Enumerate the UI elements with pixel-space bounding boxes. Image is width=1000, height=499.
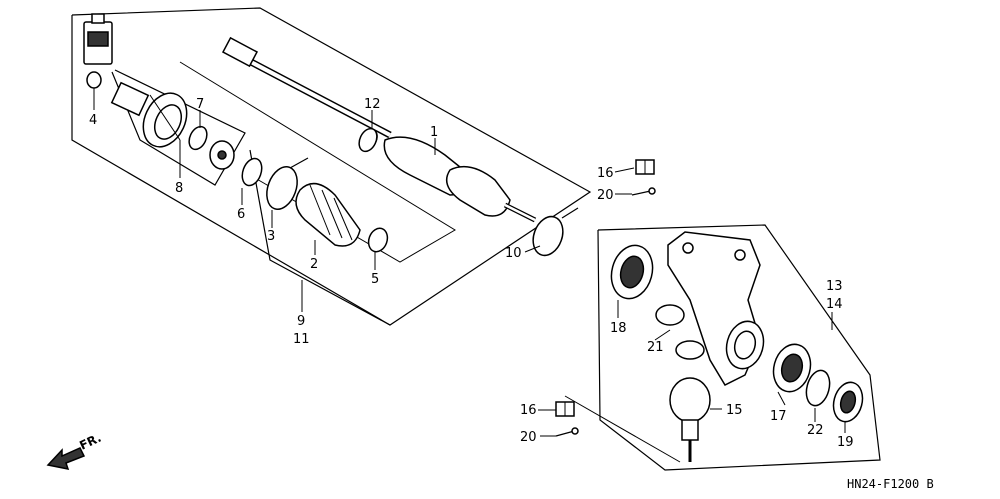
callout-2: 2 (310, 257, 318, 272)
group-box-knuckle (597, 224, 881, 471)
front-direction-arrow: FR. (46, 431, 103, 470)
callout-labels: 4 8 7 6 3 2 5 9 11 12 1 10 16 20 18 21 1… (89, 97, 854, 450)
leader-ball-joint-nut (564, 395, 681, 463)
callout-7: 7 (196, 97, 204, 112)
callout-18: 18 (610, 321, 627, 336)
clip-12 (358, 127, 378, 153)
tripod-spider (209, 140, 235, 170)
stop-ring-6 (241, 157, 263, 187)
oil-seal-18 (610, 244, 654, 300)
inboard-joint-housing (110, 81, 188, 148)
callout-16-top: 16 (597, 166, 614, 181)
castle-nut-16-bottom (555, 401, 575, 417)
boot-band-10 (532, 207, 579, 257)
boot-clamp-5 (367, 227, 389, 253)
callout-5: 5 (371, 272, 379, 287)
boot-band-3 (266, 157, 309, 210)
group-box-driveshaft (71, 7, 592, 326)
o-ring-4 (86, 71, 102, 89)
callout-16-bottom: 16 (520, 403, 537, 418)
cotter-pin-20-bottom (555, 427, 579, 437)
ball-joint-15 (669, 377, 711, 462)
callout-3: 3 (267, 229, 275, 244)
group-box-inboard-joint (111, 69, 246, 186)
callout-17: 17 (770, 409, 787, 424)
callout-9: 9 (297, 314, 305, 329)
knuckle-13-14 (667, 231, 765, 386)
front-direction-label: FR. (77, 431, 103, 453)
callout-20-top: 20 (597, 188, 614, 203)
callout-14: 14 (826, 297, 843, 312)
cotter-pin-20-top (631, 187, 656, 196)
castle-nut-16-top (635, 159, 655, 175)
callout-15: 15 (726, 403, 743, 418)
circlip-7 (188, 125, 208, 151)
callout-20-bottom: 20 (520, 430, 537, 445)
callout-22: 22 (807, 423, 824, 438)
oil-seal-19 (832, 381, 864, 423)
wheel-bearing-17 (772, 343, 812, 393)
grease-container (83, 13, 113, 65)
callout-4: 4 (89, 113, 97, 128)
circlip-21 (655, 304, 705, 360)
callout-8: 8 (175, 181, 183, 196)
callout-13: 13 (826, 279, 843, 294)
callout-1: 1 (430, 125, 438, 140)
callout-6: 6 (237, 207, 245, 222)
callout-21: 21 (647, 340, 664, 355)
callout-12: 12 (364, 97, 381, 112)
diagram-code: HN24-F1200 B (847, 477, 934, 491)
callout-19: 19 (837, 435, 854, 450)
callout-11: 11 (293, 332, 310, 347)
circlip-22 (805, 369, 831, 407)
leader-lines (93, 88, 846, 437)
callout-10: 10 (505, 246, 522, 261)
joint-boot-2 (295, 182, 361, 247)
